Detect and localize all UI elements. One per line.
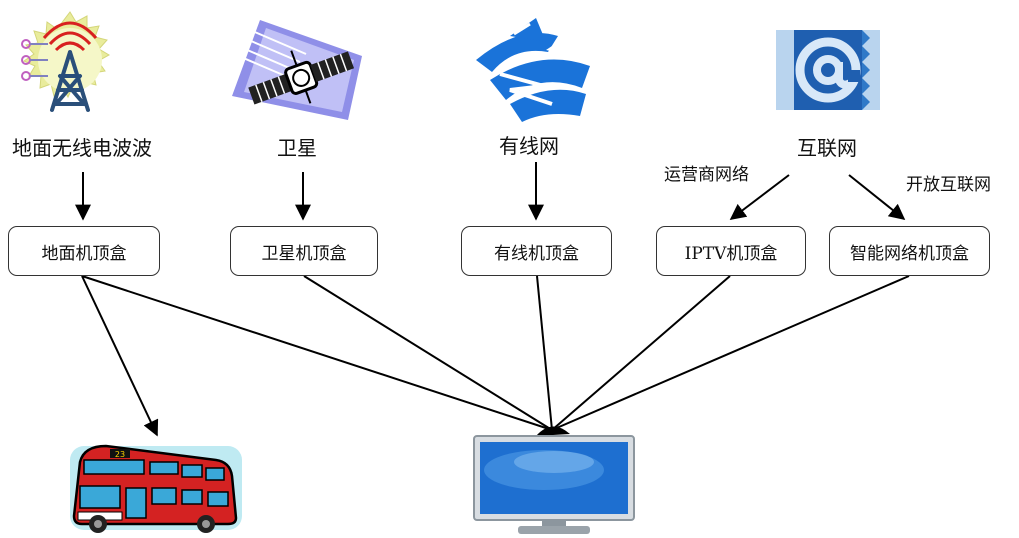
line-satellite-tv [303,275,553,431]
line-iptv-tv [551,275,731,431]
arrow-to-bus [81,275,159,437]
source-label-internet: 互联网 [797,136,857,160]
converge-arrowhead [536,426,570,436]
line-cable-tv [536,275,553,431]
arrow-open [848,174,906,220]
source-label-satellite: 卫星 [277,136,317,160]
cable-network-icon [476,18,590,122]
arrow-operator [729,174,790,220]
radio-tower-icon [21,11,111,112]
tv-icon [473,435,635,534]
source-label-cable: 有线网 [499,134,559,158]
line-smart-tv [551,275,910,431]
branch-label-open: 开放互联网 [906,175,991,195]
source-label-terrestrial: 地面无线电波波 [12,136,152,160]
branch-label-operator: 运营商网络 [664,165,749,185]
box-iptv: IPTV机顶盒 [656,226,806,276]
box-cable: 有线机顶盒 [461,226,612,276]
bus-number: 23 [115,450,125,459]
bus-icon: 23 [70,444,242,533]
box-smart: 智能网络机顶盒 [829,226,990,276]
line-terrestrial-tv [81,275,553,431]
box-satellite: 卫星机顶盒 [230,226,378,276]
internet-at-icon [776,30,880,110]
satellite-icon [232,20,362,120]
box-terrestrial: 地面机顶盒 [8,226,160,276]
